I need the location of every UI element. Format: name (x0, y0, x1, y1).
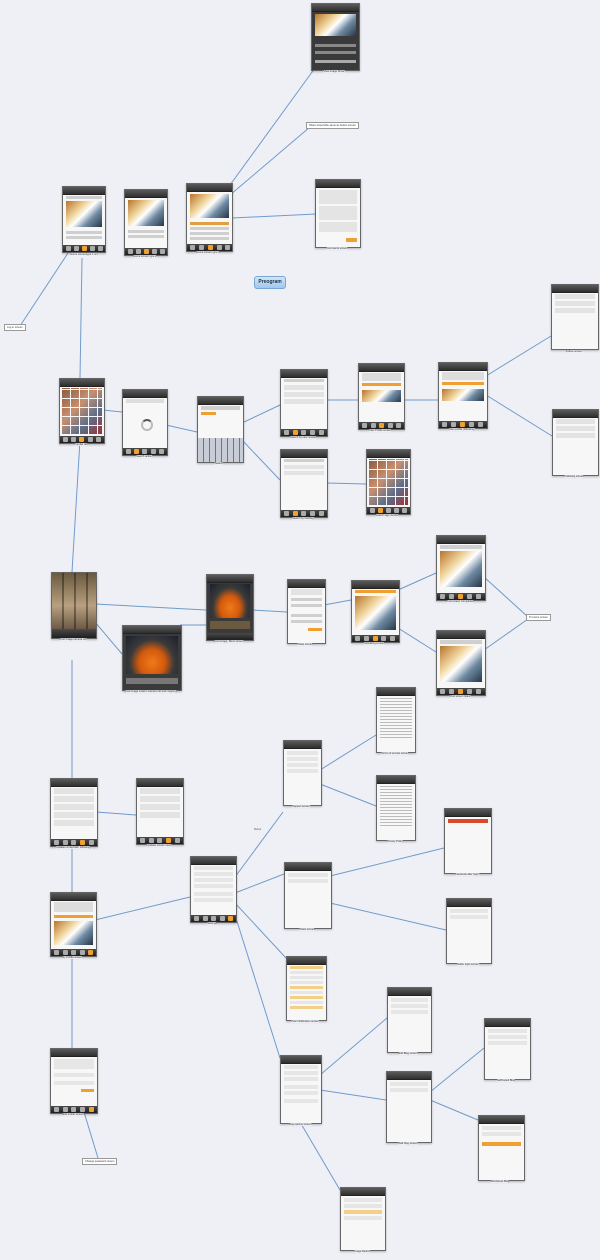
screen-edit-blog[interactable] (387, 987, 432, 1053)
note-change-password: Change password screen (82, 1158, 118, 1165)
label-view-image-show: View image Show (323, 70, 345, 73)
label-privacy: Privacy Policy (386, 840, 404, 843)
label-edit-profile: Edit profile screen (62, 1113, 84, 1116)
label-share-settings: Share screen (299, 928, 315, 931)
screen-image-resize[interactable] (340, 1187, 386, 1251)
screen-push[interactable] (286, 956, 327, 1021)
screen-home-3[interactable] (186, 183, 233, 252)
label-support: Support screen (292, 805, 310, 808)
screen-add-blog[interactable] (386, 1071, 432, 1143)
label-camera: Post Image camera roll (59, 638, 87, 641)
screen-search-hashtag[interactable] (280, 449, 328, 518)
screen-twitter[interactable] (446, 898, 492, 964)
label-twitter: twitter login screen (457, 963, 479, 966)
label-popular: Popular tab (74, 443, 88, 446)
note-terms: Terms (254, 828, 262, 831)
label-home-1: Home screen/type 1 sm (70, 253, 98, 256)
label-user-profile: User Profile screen (368, 429, 392, 432)
label-news-following: Updates screen/tab: following (55, 846, 91, 849)
screen-follow[interactable] (551, 284, 599, 350)
label-edit-blog: Edit Blog screen (398, 1052, 418, 1055)
screen-home-2[interactable] (124, 189, 168, 256)
label-add-blog: Add blog screen (398, 1142, 418, 1145)
label-home-2: Home screen type 2 (133, 255, 157, 258)
screen-search-user[interactable] (280, 369, 328, 437)
label-push: Push Notification screen (291, 1020, 319, 1023)
label-facebook: Facebook after login (455, 873, 479, 876)
label-home-3: Home screen type 3 (196, 251, 220, 254)
label-filters: post image, filters screen (214, 640, 244, 643)
label-post-complete: Post screen Completed (446, 600, 474, 603)
label-search-user: Search by user results (290, 436, 316, 439)
screen-comments[interactable] (315, 179, 361, 248)
screen-my-profile[interactable] (50, 892, 97, 957)
screen-selfhosted[interactable] (484, 1018, 531, 1080)
screen-post-failed[interactable] (436, 630, 486, 696)
screen-search-tags-results[interactable] (366, 449, 411, 515)
screen-home-1[interactable] (62, 186, 106, 253)
label-settings: Settings (207, 922, 217, 925)
label-selfhosted: Selfhosted Blog (496, 1079, 516, 1082)
label-search-hashtag: Search by hashtag (292, 517, 314, 520)
label-crop: post image custom camera roll and croppi… (125, 690, 177, 693)
screen-share-settings[interactable] (284, 862, 332, 929)
label-share: Share screen (297, 643, 313, 646)
screen-edit-profile[interactable] (50, 1048, 98, 1114)
screen-share[interactable] (287, 579, 326, 644)
screen-crop[interactable] (122, 625, 182, 691)
screen-popular[interactable] (59, 378, 105, 444)
diagram-title: Preogram (254, 276, 286, 289)
screen-support[interactable] (283, 740, 322, 806)
label-terms: Terms of service screen (381, 752, 409, 755)
screen-uploading[interactable] (351, 580, 400, 643)
screen-news-following[interactable] (50, 778, 98, 847)
screen-wordpress[interactable] (478, 1115, 525, 1181)
screen-post-complete[interactable] (436, 535, 486, 601)
screen-filters[interactable] (206, 574, 254, 641)
screen-search-active[interactable] (122, 389, 168, 456)
screen-camera[interactable] (51, 572, 97, 639)
screen-privacy[interactable] (376, 775, 416, 841)
label-search-active: Search active (136, 455, 152, 458)
screen-search[interactable] (197, 396, 244, 463)
label-wordpress: Wordpress Blog (490, 1180, 510, 1183)
label-image-resize: Image Resize (354, 1250, 370, 1253)
label-follow: Follow screen (565, 350, 583, 353)
note-to-home: To Home screen (526, 614, 551, 621)
screen-settings[interactable] (190, 856, 237, 923)
screen-blog-options[interactable] (280, 1055, 322, 1124)
screen-terms[interactable] (376, 687, 416, 753)
label-following: Following screen (564, 475, 584, 478)
screen-user-profile[interactable] (358, 363, 405, 430)
screen-facebook[interactable] (444, 808, 492, 874)
screen-user-following[interactable] (438, 362, 488, 429)
label-post-failed: Post screen failed (449, 695, 471, 698)
label-uploading: Uploading screen (363, 642, 385, 645)
screen-following[interactable] (552, 409, 599, 476)
note-log-in: Log in screen (4, 324, 26, 331)
label-news-yours: Updates screen news (146, 844, 172, 847)
label-comments: Comments screen (326, 247, 348, 250)
screen-view-image-show[interactable] (311, 3, 360, 71)
screen-news-yours[interactable] (136, 778, 184, 845)
label-search-tags-results: search tags results (376, 514, 398, 517)
label-user-following: User profile (following) (449, 428, 475, 431)
note-share-options: Share screen/the same as button screen (306, 122, 359, 129)
label-search: Search (214, 462, 224, 465)
label-blog-options: Blog options screen (288, 1123, 312, 1126)
label-my-profile: My Profile screen (61, 956, 83, 959)
